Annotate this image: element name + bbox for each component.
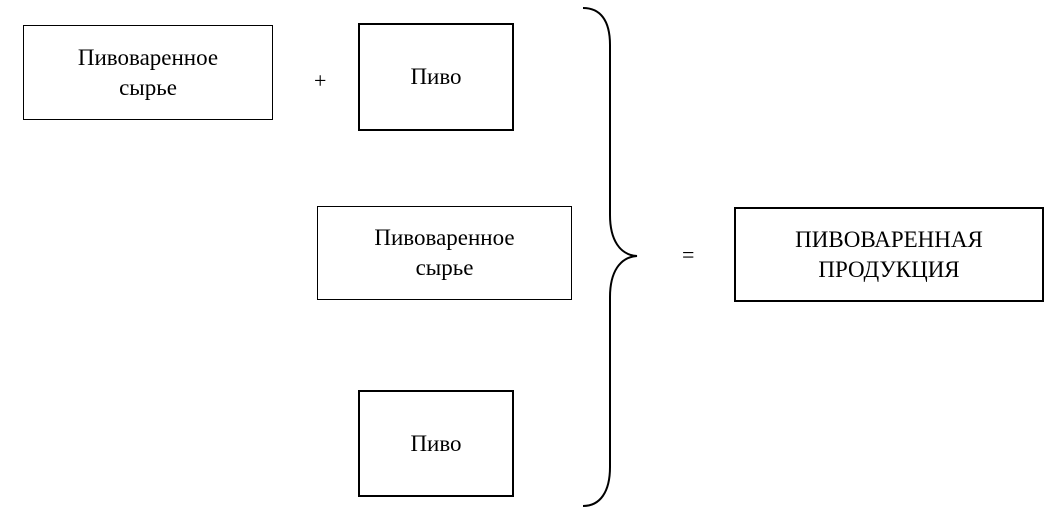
brewing-raw-material-label-top: Пивоваренное сырье bbox=[78, 43, 218, 103]
brewing-raw-material-label-middle: Пивоваренное сырье bbox=[374, 223, 514, 283]
brewing-raw-material-line1-top: Пивоваренное bbox=[77, 44, 219, 70]
brewing-products-label: ПИВОВАРЕННАЯ ПРОДУКЦИЯ bbox=[795, 225, 983, 285]
brewing-products-line1: ПИВОВАРЕННАЯ bbox=[795, 226, 983, 252]
beer-label-top: Пиво bbox=[410, 64, 462, 89]
brewing-raw-material-line1-middle: Пивоваренное bbox=[374, 225, 515, 250]
beer-label-bottom: Пиво bbox=[410, 430, 462, 456]
brewing-raw-material-line2-middle: сырье bbox=[415, 255, 474, 280]
equals-sign: = bbox=[682, 242, 695, 267]
brewing-raw-material-line2-top: сырье bbox=[119, 74, 177, 100]
brewing-products-line2: ПРОДУКЦИЯ bbox=[818, 256, 960, 282]
brewing-raw-material-box-middle: Пивоваренное сырье bbox=[317, 206, 572, 300]
plus-sign: + bbox=[314, 68, 327, 93]
brewing-raw-material-box-top: Пивоваренное сырье bbox=[23, 25, 273, 120]
beer-box-bottom: Пиво bbox=[358, 390, 514, 497]
curly-brace-path bbox=[582, 7, 638, 507]
beer-box-top: Пиво bbox=[358, 23, 514, 131]
brewing-products-box: ПИВОВАРЕННАЯ ПРОДУКЦИЯ bbox=[734, 207, 1044, 302]
curly-brace bbox=[582, 7, 638, 507]
